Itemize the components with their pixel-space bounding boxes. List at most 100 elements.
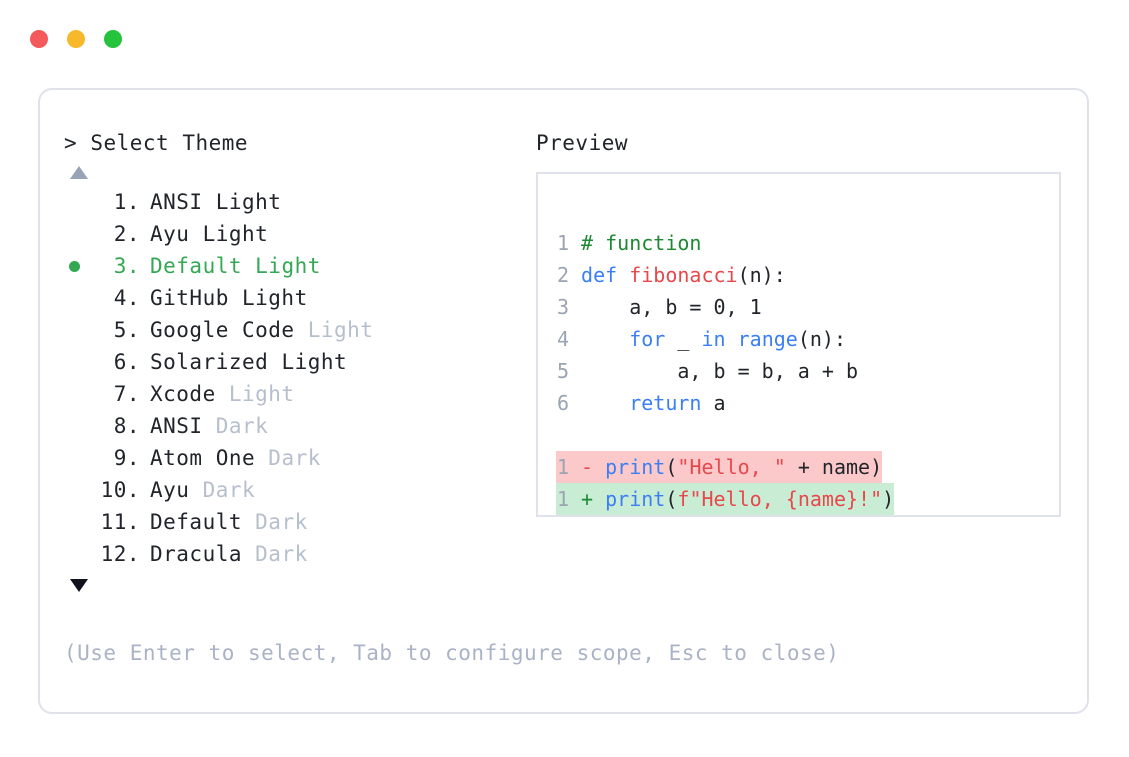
theme-list-item[interactable]: 2. Ayu Light <box>64 218 524 250</box>
maximize-button[interactable] <box>104 30 122 48</box>
theme-item-index: 8. <box>113 414 140 438</box>
theme-list-item[interactable]: 10.Ayu Dark <box>64 474 524 506</box>
theme-item-name: Google Code <box>150 318 295 342</box>
code-token: def <box>581 263 618 287</box>
code-token: ( <box>665 455 678 479</box>
theme-item-variant-tag: Light <box>242 254 321 278</box>
theme-list-item[interactable]: 3.Default Light <box>64 250 524 282</box>
code-token: ( <box>665 487 678 511</box>
diff-added-line: 1 + print(f"Hello, {name}!") <box>556 483 895 515</box>
close-button[interactable] <box>30 30 48 48</box>
theme-item-variant-tag: Dark <box>242 542 308 566</box>
selected-bullet-icon <box>69 260 80 272</box>
theme-item-name: Dracula <box>150 542 243 566</box>
code-token: a, b = b, a + b <box>569 359 858 383</box>
theme-item-index: 11. <box>100 510 140 534</box>
code-token: # function <box>581 231 702 255</box>
diff-minus-sign: - <box>569 455 594 479</box>
code-token: fibonacci <box>629 263 738 287</box>
code-token: (n): <box>797 327 846 351</box>
theme-item-variant-tag: Light <box>215 382 295 406</box>
code-token: ) <box>870 455 883 479</box>
code-token: + name <box>785 455 871 479</box>
code-token: f"Hello, {name}!" <box>677 487 883 511</box>
selection-bullet-slot <box>64 442 94 474</box>
theme-item-name: GitHub <box>150 286 229 310</box>
selection-bullet-slot <box>64 538 94 570</box>
theme-list-item[interactable]: 1.ANSI Light <box>64 186 524 218</box>
code-token <box>569 263 581 287</box>
theme-list-item[interactable]: 9.Atom One Dark <box>64 442 524 474</box>
theme-item-name: Ayu <box>150 222 190 246</box>
line-number: 2 <box>556 263 569 287</box>
diff-plus-sign: + <box>569 487 594 511</box>
code-line: 3 a, b = 0, 1 <box>556 291 894 323</box>
theme-item-index: 1. <box>113 190 140 214</box>
code-line: 6 return a <box>556 387 894 419</box>
theme-item-variant-tag: Dark <box>202 414 269 438</box>
code-token: "Hello, " <box>677 455 786 479</box>
theme-item-index: 5. <box>113 318 140 342</box>
minimize-button[interactable] <box>67 30 85 48</box>
page-title: Select Theme <box>90 131 249 155</box>
code-token: a <box>701 391 726 415</box>
code-token <box>569 231 581 255</box>
code-token: return <box>629 391 702 415</box>
theme-list-item[interactable]: 4.GitHub Light <box>64 282 524 314</box>
theme-item-name: Solarized <box>150 350 269 374</box>
selection-bullet-slot <box>64 474 94 506</box>
selection-bullet-slot <box>64 282 94 314</box>
window-titlebar <box>30 30 122 48</box>
theme-list-item[interactable]: 11. Default Dark <box>64 506 524 538</box>
theme-item-variant-tag: Light <box>294 318 374 342</box>
theme-item-index: 10. <box>100 478 140 502</box>
theme-list-item[interactable]: 8. ANSI Dark <box>64 410 524 442</box>
code-line: 4 for _ in range(n): <box>556 323 894 355</box>
preview-title: Preview <box>536 131 629 155</box>
theme-list-item[interactable]: 6.Solarized Light <box>64 346 524 378</box>
code-token: _ <box>665 327 702 351</box>
selection-bullet-slot <box>64 346 94 378</box>
scroll-down-icon[interactable] <box>70 579 88 592</box>
theme-list-item[interactable]: 12.Dracula Dark <box>64 538 524 570</box>
theme-item-variant-tag: Dark <box>242 510 308 534</box>
theme-item-name: Xcode <box>150 382 216 406</box>
code-token: (n): <box>737 263 786 287</box>
code-line: 5 a, b = b, a + b <box>556 355 894 387</box>
code-token <box>569 327 629 351</box>
selection-bullet-slot <box>64 218 94 250</box>
theme-item-name: Default <box>150 510 243 534</box>
scroll-up-icon[interactable] <box>70 166 88 179</box>
theme-item-name: Default <box>150 254 243 278</box>
theme-list-item[interactable]: 7. Xcode Light <box>64 378 524 410</box>
theme-item-name: ANSI <box>150 414 203 438</box>
diff-line-row: 1 + print(f"Hello, {name}!") <box>556 483 895 515</box>
theme-item-index: 7. <box>113 382 140 406</box>
code-line: 2 def fibonacci(n): <box>556 259 894 291</box>
theme-item-variant-tag: Dark <box>255 446 321 470</box>
diff-line-row: 1 - print("Hello, " + name) <box>556 451 894 483</box>
line-number: 5 <box>556 359 569 383</box>
theme-item-index: 9. <box>113 446 140 470</box>
line-number: 3 <box>556 295 569 319</box>
selection-bullet-slot <box>64 250 94 282</box>
theme-item-index: 2. <box>113 222 140 246</box>
theme-item-name: Ayu <box>150 478 190 502</box>
code-token: ) <box>882 487 895 511</box>
code-token <box>726 327 738 351</box>
theme-item-index: 6. <box>113 350 140 374</box>
theme-list-item[interactable]: 5. Google Code Light <box>64 314 524 346</box>
theme-item-variant-tag: Light <box>189 222 269 246</box>
code-token: a, b = 0, 1 <box>569 295 762 319</box>
diff-removed-line: 1 - print("Hello, " + name) <box>556 451 883 483</box>
selection-bullet-slot <box>64 378 94 410</box>
code-token: print <box>605 455 666 479</box>
theme-item-variant-tag: Light <box>228 286 308 310</box>
